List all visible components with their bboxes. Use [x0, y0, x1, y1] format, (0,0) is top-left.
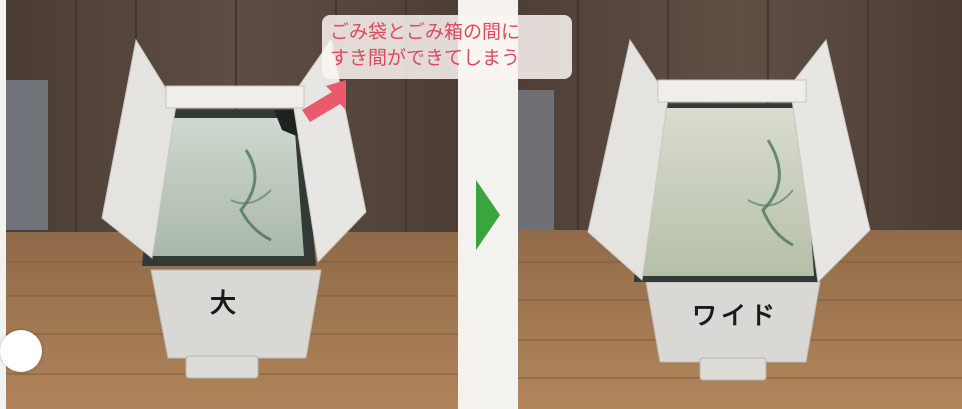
gap-callout: ごみ袋とごみ箱の間に すき間ができてしまう	[322, 15, 572, 79]
wide-bin-illustration	[518, 0, 962, 409]
callout-arrow-icon	[302, 80, 346, 122]
callout-line-1: ごみ袋とごみ箱の間に	[330, 21, 521, 43]
callout-line-2: すき間ができてしまう	[330, 47, 521, 69]
wide-size-label: ワイド	[692, 301, 780, 330]
corner-circle-badge	[0, 330, 42, 372]
next-arrow-icon	[476, 180, 500, 250]
photo-wide-bin	[518, 0, 962, 409]
large-size-label: 大	[210, 289, 238, 319]
